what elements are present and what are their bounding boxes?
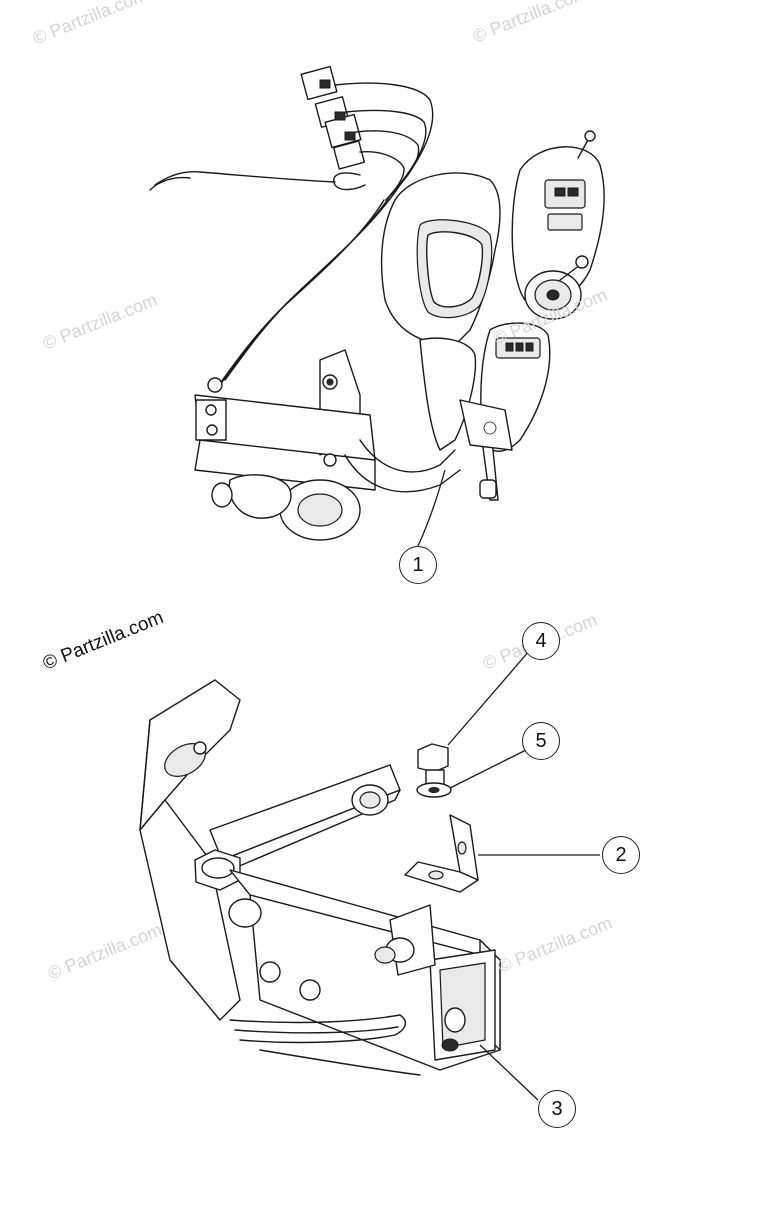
leader-lines	[417, 469, 600, 1101]
mounting-bracket-upper	[194, 349, 461, 541]
callout-5: 5	[522, 722, 560, 760]
part-washer	[416, 782, 452, 798]
control-console	[380, 130, 605, 501]
wiring-harness	[149, 65, 434, 387]
frame-detail	[139, 679, 501, 1076]
callout-2: 2	[602, 836, 640, 874]
callout-4: 4	[522, 622, 560, 660]
callout-3: 3	[538, 1090, 576, 1128]
callout-1: 1	[399, 546, 437, 584]
part-l-bracket	[404, 814, 479, 893]
